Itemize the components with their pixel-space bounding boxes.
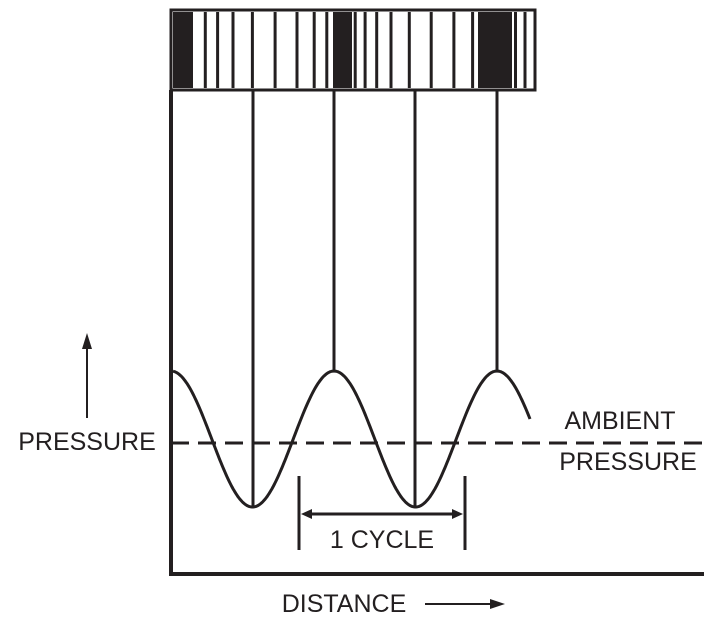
ambient-label-line-1: AMBIENT [564, 407, 675, 435]
compression-block [333, 12, 352, 88]
pressure-wave [172, 369, 532, 509]
compression-block [478, 12, 512, 88]
ambient-label-line-2: PRESSURE [559, 448, 697, 476]
cycle-bracket [297, 476, 467, 550]
guide-lines [251, 90, 499, 507]
compression-bar [169, 8, 537, 92]
compression-block [173, 12, 193, 88]
pressure-axis-label: PRESSURE [18, 428, 156, 456]
arrow-up-icon [82, 333, 92, 349]
pressure-arrow [82, 333, 92, 418]
cycle-label: 1 CYCLE [330, 526, 434, 554]
compression-stripes [173, 12, 527, 88]
distance-axis-label: DISTANCE [282, 590, 407, 618]
distance-arrow [425, 599, 505, 609]
axes [169, 90, 704, 576]
cycle-arrow-left-icon [301, 509, 312, 519]
arrow-right-icon [490, 599, 505, 609]
cycle-arrow-right-icon [452, 509, 463, 519]
